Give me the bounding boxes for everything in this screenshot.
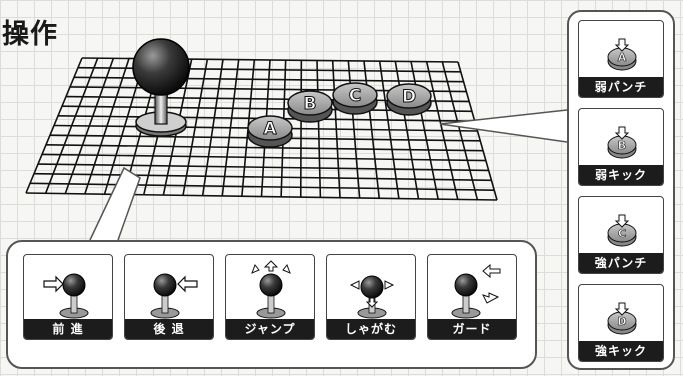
arcade-button: D — [386, 83, 432, 116]
action-card-d: D 強キック — [578, 284, 664, 362]
move-card-back: 後 退 — [124, 254, 214, 340]
button-key-letter: C — [618, 227, 626, 240]
callout-pointer-stick — [89, 166, 141, 241]
move-label: 後 退 — [125, 319, 213, 339]
arcade-button: B — [287, 90, 333, 123]
move-card-jump: ジャンプ — [225, 254, 315, 340]
button-a-icon: A — [607, 38, 637, 71]
action-label: 弱キック — [579, 165, 663, 185]
action-label: 弱パンチ — [579, 77, 663, 97]
move-label: ガード — [428, 319, 516, 339]
button-key-letter: C — [349, 86, 361, 106]
joystick-crouch-icon — [349, 275, 395, 319]
button-key-letter: A — [263, 119, 277, 139]
joystick-forward-icon — [43, 273, 89, 319]
move-card-guard: ガード — [427, 254, 517, 340]
joystick-back-icon — [150, 273, 198, 319]
move-label: ジャンプ — [226, 319, 314, 339]
button-key-letter: D — [402, 87, 416, 107]
action-label: 強パンチ — [579, 253, 663, 273]
button-c-icon: C — [607, 214, 637, 247]
action-card-a: A 弱パンチ — [578, 20, 664, 98]
button-key-letter: B — [618, 139, 626, 152]
joystick-illustration — [132, 38, 190, 137]
move-label: 前 進 — [24, 319, 112, 339]
arcade-buttons: A B C D — [247, 82, 432, 148]
action-card-b: B 弱キック — [578, 108, 664, 186]
button-actions-panel: A 弱パンチ B 弱キック C 強パンチ D 強キック — [567, 10, 675, 370]
move-label: しゃがむ — [327, 319, 415, 339]
joystick-guard-icon — [451, 263, 501, 319]
move-card-crouch: しゃがむ — [326, 254, 416, 340]
page-title: 操作 — [2, 19, 58, 50]
arcade-button: A — [247, 115, 293, 148]
arcade-button: C — [332, 82, 378, 115]
stick-moves-panel: 前 進 後 退 ジャンプ しゃがむ — [6, 240, 537, 369]
joystick-jump-icon — [251, 260, 291, 319]
move-card-forward: 前 進 — [23, 254, 113, 340]
button-b-icon: B — [607, 126, 637, 159]
button-key-letter: D — [617, 315, 626, 328]
action-label: 強キック — [579, 341, 663, 361]
button-d-icon: D — [607, 302, 637, 335]
action-card-c: C 強パンチ — [578, 196, 664, 274]
button-key-letter: B — [304, 94, 317, 114]
callout-pointer-buttons — [439, 109, 568, 143]
button-key-letter: A — [618, 51, 627, 64]
